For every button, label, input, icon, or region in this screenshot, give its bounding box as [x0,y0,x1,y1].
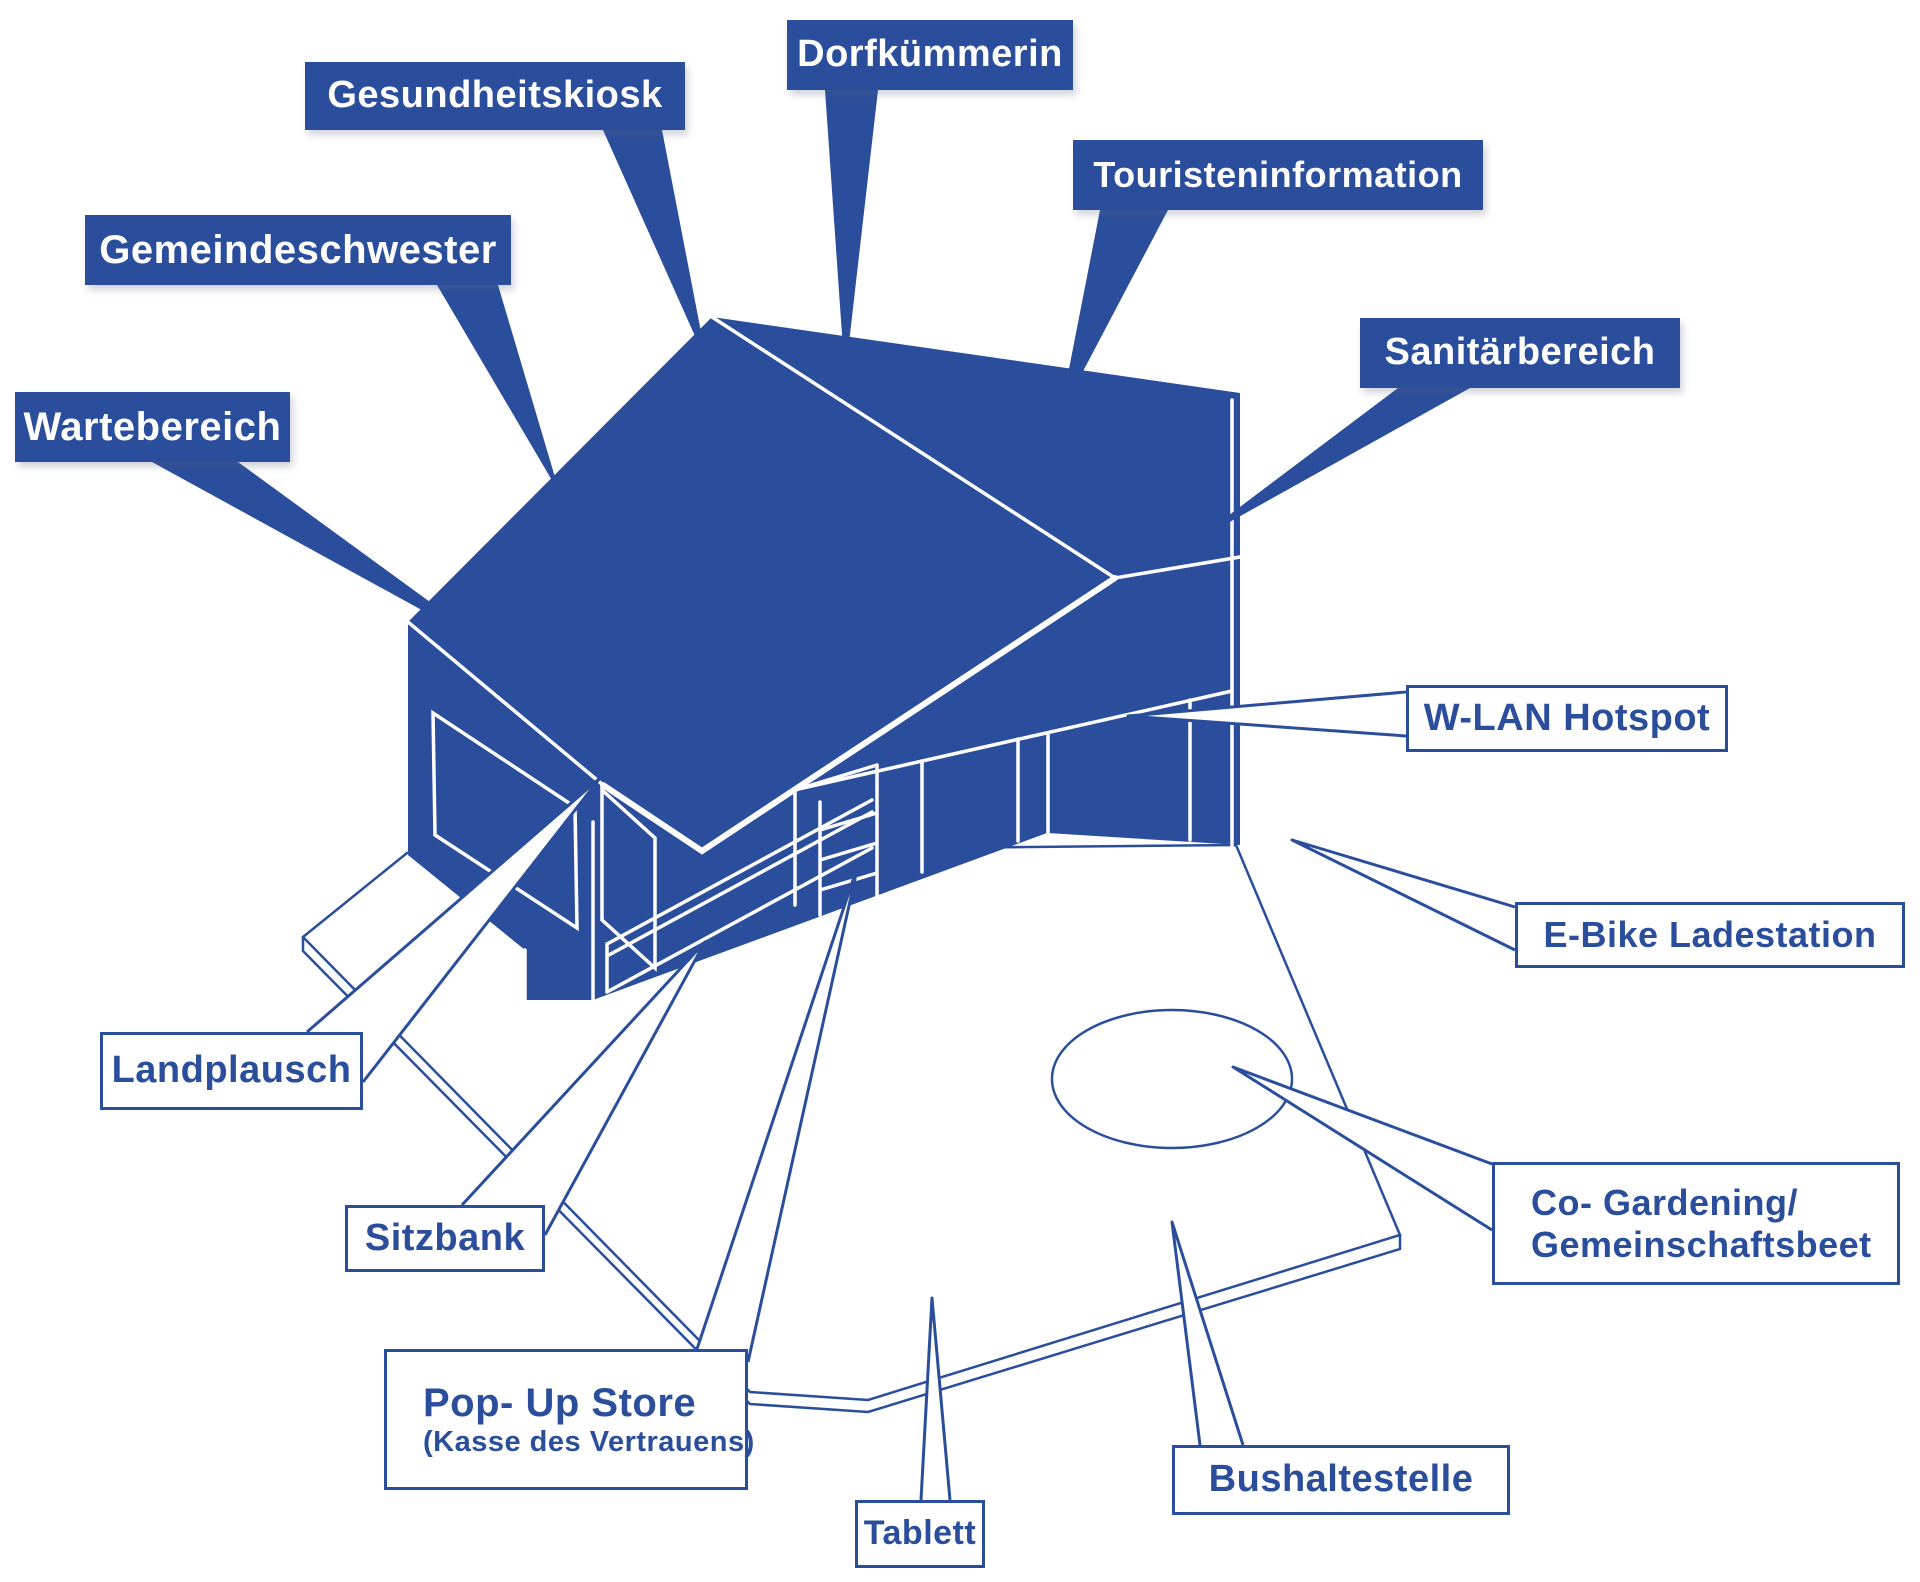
label-gesundheitskiosk: Gesundheitskiosk [305,62,685,130]
pointer-gesundheitskiosk [603,130,707,363]
pointer-ebike-ladestation [1290,838,1516,952]
pointer-co-gardening [1231,1065,1493,1232]
pointer-gemeindeschwester [437,285,560,494]
label-tablett: Tablett [855,1500,985,1568]
entrance-door [600,786,657,972]
label-bushaltestelle-text: Bushaltestelle [1208,1458,1474,1501]
roof-eave-line [600,575,1118,855]
label-popup-store-line1: Pop- Up Store [423,1380,697,1425]
label-touristeninformation-text: Touristeninformation [1093,154,1463,196]
label-co-gardening-line2: Gemeinschaftsbeet [1531,1223,1872,1265]
pointer-dorfkuemmerin [825,90,878,378]
left-wall-top-edge [406,620,605,787]
label-landplausch-text: Landplausch [111,1049,352,1092]
label-ebike-ladestation: E-Bike Ladestation [1515,902,1905,968]
pointer-wlan-hotspot [1126,690,1407,738]
label-dorfkuemmerin: Dorfkümmerin [787,20,1073,90]
bench-edge-lines [605,798,874,994]
plaza-thickness-edge [301,937,1402,1414]
label-wlan-hotspot: W-LAN Hotspot [1406,685,1728,752]
label-popup-store-line2: (Kasse des Vertrauens) [423,1425,755,1458]
pointer-popup-store [695,863,860,1363]
label-bushaltestelle: Bushaltestelle [1172,1445,1510,1515]
roof-ridge-line [710,315,1242,580]
front-panel-lines [920,698,1192,874]
left-column-edge [523,820,595,1002]
left-window [431,709,579,932]
label-gesundheitskiosk-text: Gesundheitskiosk [327,74,663,117]
label-co-gardening-line1: Co- Gardening/ [1531,1182,1798,1224]
label-gemeindeschwester-text: Gemeindeschwester [99,228,497,272]
label-wlan-hotspot-text: W-LAN Hotspot [1423,696,1711,739]
label-popup-store: Pop- Up Store (Kasse des Vertrauens) [384,1349,754,1490]
label-dorfkuemmerin-text: Dorfkümmerin [797,33,1063,76]
label-sanitaerbereich: Sanitärbereich [1360,318,1680,388]
pointer-bushaltestelle [1170,1220,1245,1446]
label-tablett-text: Tablett [863,1514,977,1553]
label-ebike-ladestation-text: E-Bike Ladestation [1543,914,1877,956]
label-sanitaerbereich-text: Sanitärbereich [1384,331,1656,374]
shelf-unit-lines [793,763,879,917]
pointer-wartebereich [152,462,500,653]
label-wartebereich-text: Wartebereich [23,405,282,449]
pointer-tablett [919,1296,952,1501]
pointer-landplausch [306,776,602,1083]
building-body [408,317,1240,1000]
label-co-gardening: Co- Gardening/ Gemeinschaftsbeet [1492,1162,1900,1285]
label-sitzbank: Sitzbank [345,1205,545,1272]
pointer-touristeninformation [1060,210,1168,415]
garden-bed-circle [1050,1008,1294,1150]
pointer-sitzbank [460,940,707,1236]
pointer-sanitaerbereich [1192,388,1470,543]
label-sitzbank-text: Sitzbank [364,1216,526,1259]
label-touristeninformation: Touristeninformation [1073,140,1483,210]
front-wall-top-edge [792,689,1234,792]
label-landplausch: Landplausch [100,1032,363,1110]
label-wartebereich: Wartebereich [15,392,290,462]
label-gemeindeschwester: Gemeindeschwester [85,215,511,285]
